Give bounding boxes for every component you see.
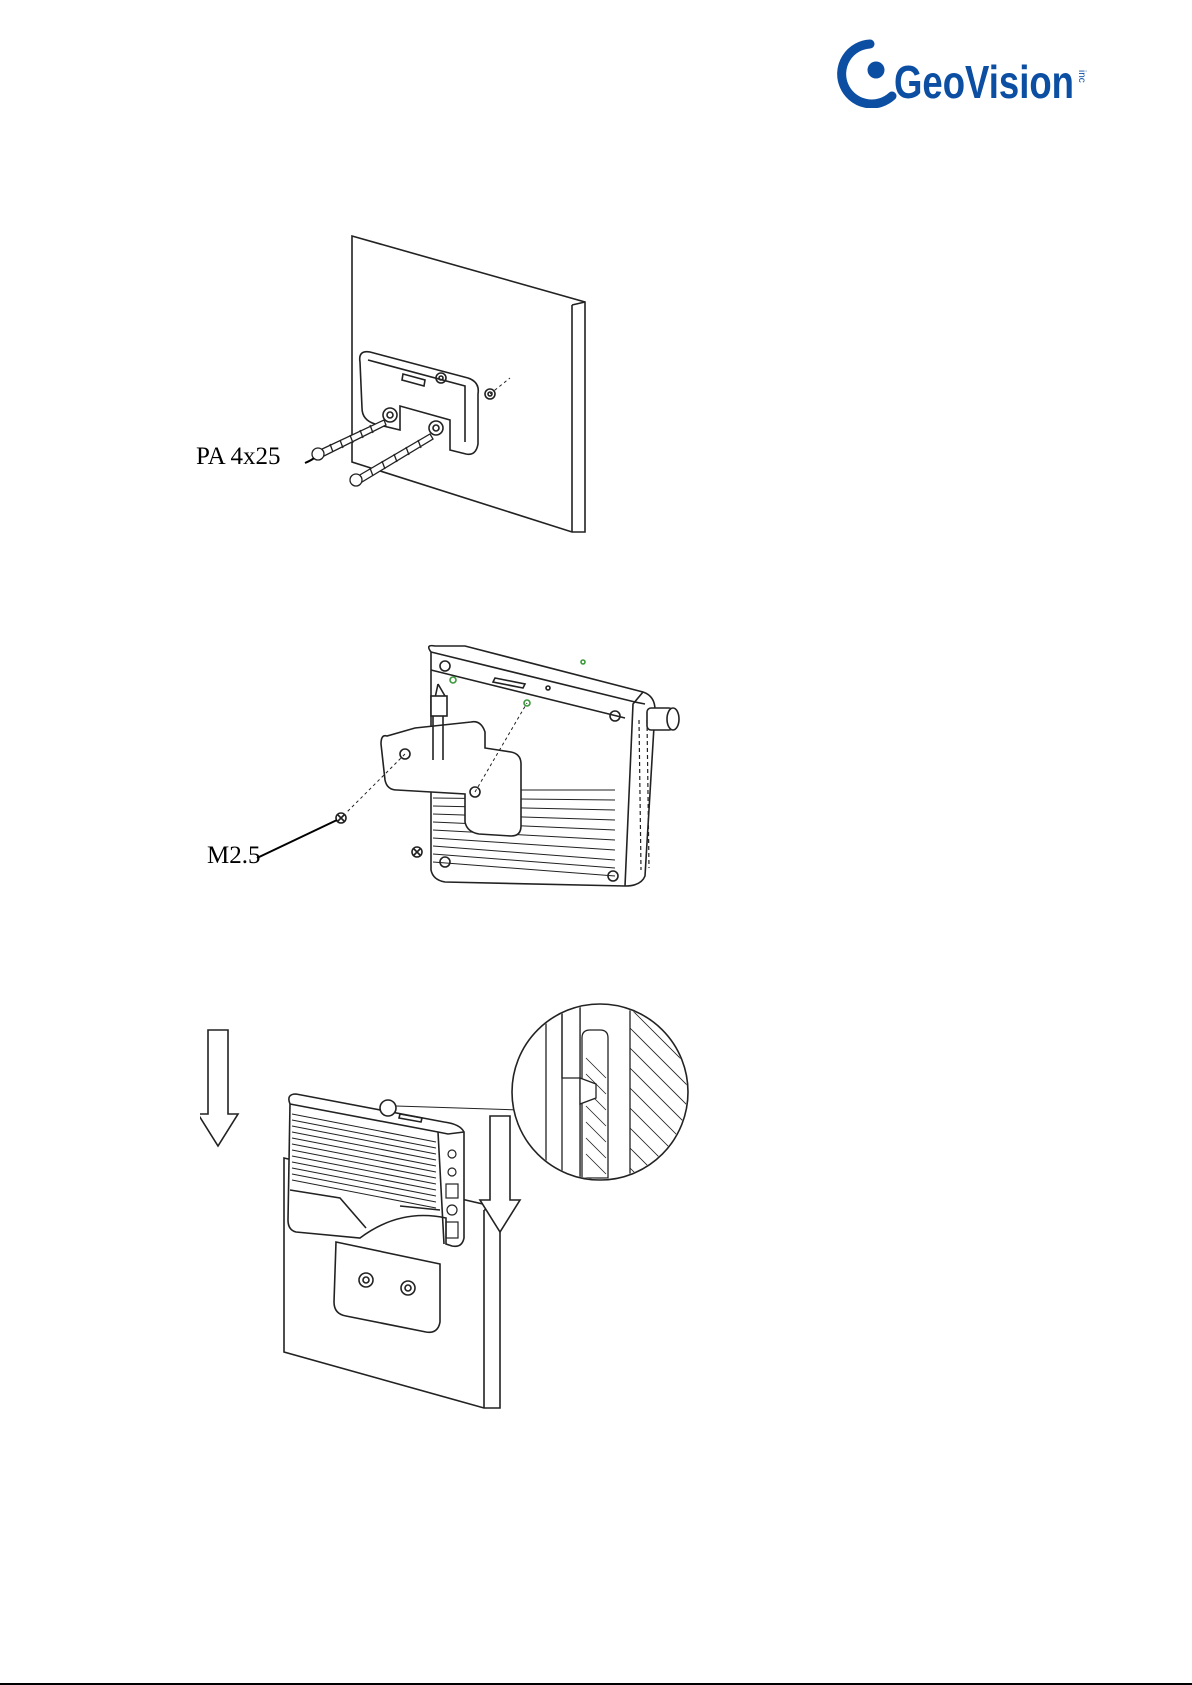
logo-suffix: inc [1076, 70, 1087, 83]
logo-mark-icon [842, 44, 892, 104]
geovision-logo: GeoVision inc [832, 38, 1102, 108]
antenna-connector-icon [647, 708, 679, 730]
figure-slide-onto-plate [200, 978, 720, 1418]
screw-icon [412, 847, 422, 857]
figure-bracket-attach [255, 640, 685, 900]
figure-wall-plate-mount [300, 230, 600, 540]
down-arrow-icon [200, 1030, 238, 1146]
screw-icon [336, 813, 346, 823]
callout-m2-5: M2.5 [207, 842, 260, 870]
detail-zoom-circle [512, 978, 720, 1278]
callout-pa-4x25: PA 4x25 [196, 443, 281, 471]
logo-wordmark: GeoVision [894, 56, 1074, 108]
